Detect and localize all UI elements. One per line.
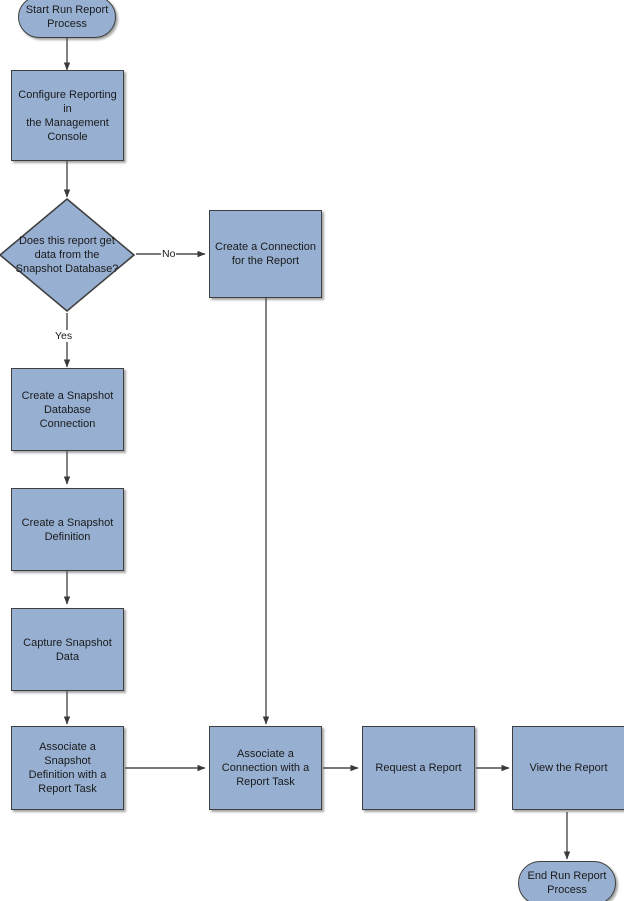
edge-label-yes: Yes [54,330,74,342]
node-view-the-report[interactable]: View the Report [512,726,624,810]
node-label: Associate a Connection with a Report Tas… [221,748,310,788]
node-label: Create a Snapshot Database Connection [21,389,114,430]
node-label: Configure Reporting in the Management Co… [18,88,117,143]
node-label: End Run Report Process [527,870,607,896]
node-decision-snapshot-database[interactable]: Does this report get data from the Snaps… [0,197,136,313]
node-associate-snapshot-definition-with-report-task[interactable]: Associate a Snapshot Definition with a R… [11,726,124,810]
node-request-a-report[interactable]: Request a Report [362,726,475,810]
node-label: Request a Report [375,762,462,774]
node-create-snapshot-database-connection[interactable]: Create a Snapshot Database Connection [11,368,124,451]
node-associate-connection-with-report-task[interactable]: Associate a Connection with a Report Tas… [209,726,322,810]
node-configure-reporting[interactable]: Configure Reporting in the Management Co… [11,70,124,161]
node-label: View the Report [529,762,608,774]
diamond-shape [0,197,136,313]
node-label: Create a Connection for the Report [215,241,316,267]
node-start-run-report-process[interactable]: Start Run Report Process [18,0,116,38]
node-capture-snapshot-data[interactable]: Capture Snapshot Data [11,608,124,691]
node-create-connection-for-report[interactable]: Create a Connection for the Report [209,210,322,298]
node-label: Start Run Report Process [25,4,109,30]
edge-label-no: No [161,248,177,260]
node-end-run-report-process[interactable]: End Run Report Process [518,861,616,901]
node-label: Does this report get data from the Snaps… [15,235,119,275]
node-label: Create a Snapshot Definition [21,516,114,543]
node-label: Capture Snapshot Data [23,636,112,663]
node-create-snapshot-definition[interactable]: Create a Snapshot Definition [11,488,124,571]
node-label: Associate a Snapshot Definition with a R… [28,741,107,795]
